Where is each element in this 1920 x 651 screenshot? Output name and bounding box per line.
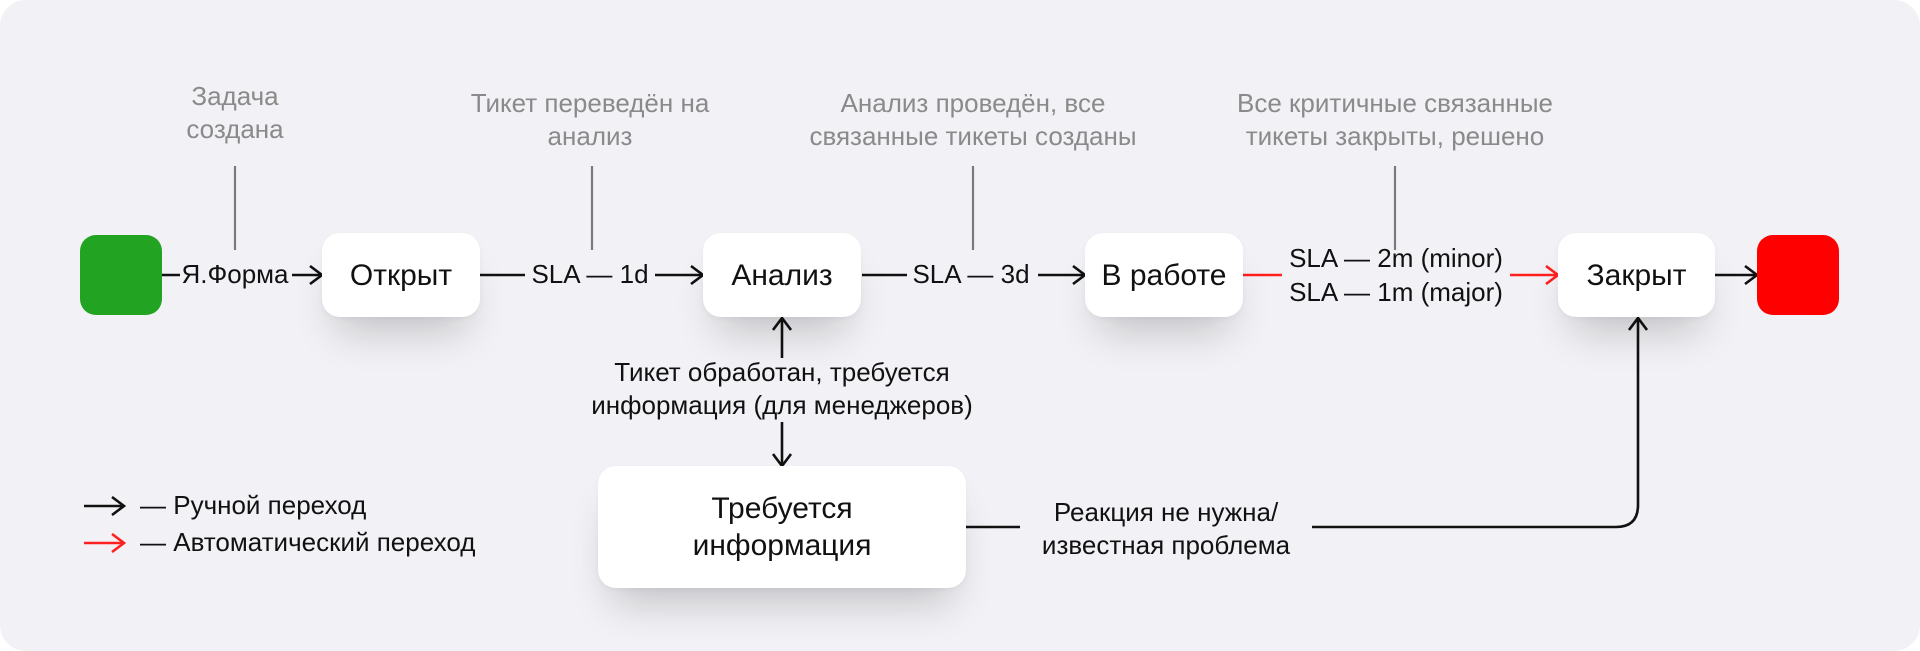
callout-lines: [233, 166, 1397, 250]
legend-manual-label: — Ручной переход: [140, 490, 367, 520]
state-closed-label: Закрыт: [1586, 258, 1687, 292]
state-analysis: Анализ: [703, 233, 861, 317]
black-arrow-icon: [84, 495, 126, 516]
legend-manual: — Ручной переход: [84, 489, 366, 522]
callout-task-created: Задача создана: [186, 81, 284, 144]
transition-no-reaction: Реакция не нужна/ известная проблема: [1020, 496, 1312, 562]
transition-sla-1d: SLA — 1d: [531, 259, 649, 289]
transition-info-requested: Тикет обработан, требуется информация (д…: [591, 357, 973, 420]
state-closed: Закрыт: [1558, 233, 1715, 317]
state-open: Открыт: [322, 233, 480, 317]
legend-auto: — Автоматический переход: [84, 526, 475, 559]
end-state: [1757, 235, 1839, 315]
state-info-needed-label: Требуется информация: [692, 492, 872, 562]
transition-sla-3d: SLA — 3d: [912, 259, 1030, 289]
callout-critical-closed: Все критичные связанные тикеты закрыты, …: [1237, 88, 1553, 151]
red-arrow-icon: [84, 532, 126, 553]
start-state: [80, 235, 162, 315]
callout-analysis-done: Анализ проведён, все связанные тикеты со…: [809, 88, 1137, 151]
manual-transitions: [162, 275, 1757, 529]
transition-sla-minor: SLA — 2m (minor): [1289, 243, 1503, 273]
legend-auto-label: — Автоматический переход: [140, 527, 476, 557]
transition-yaforma: Я.Форма: [181, 259, 289, 289]
transition-sla-major: SLA — 1m (major): [1289, 277, 1503, 307]
state-analysis-label: Анализ: [731, 258, 833, 292]
state-in-work: В работе: [1085, 233, 1243, 317]
callout-moved-to-analysis: Тикет переведён на анализ: [470, 88, 710, 151]
state-info-needed: Требуется информация: [598, 466, 966, 588]
state-in-work-label: В работе: [1101, 258, 1227, 292]
state-open-label: Открыт: [349, 258, 453, 292]
